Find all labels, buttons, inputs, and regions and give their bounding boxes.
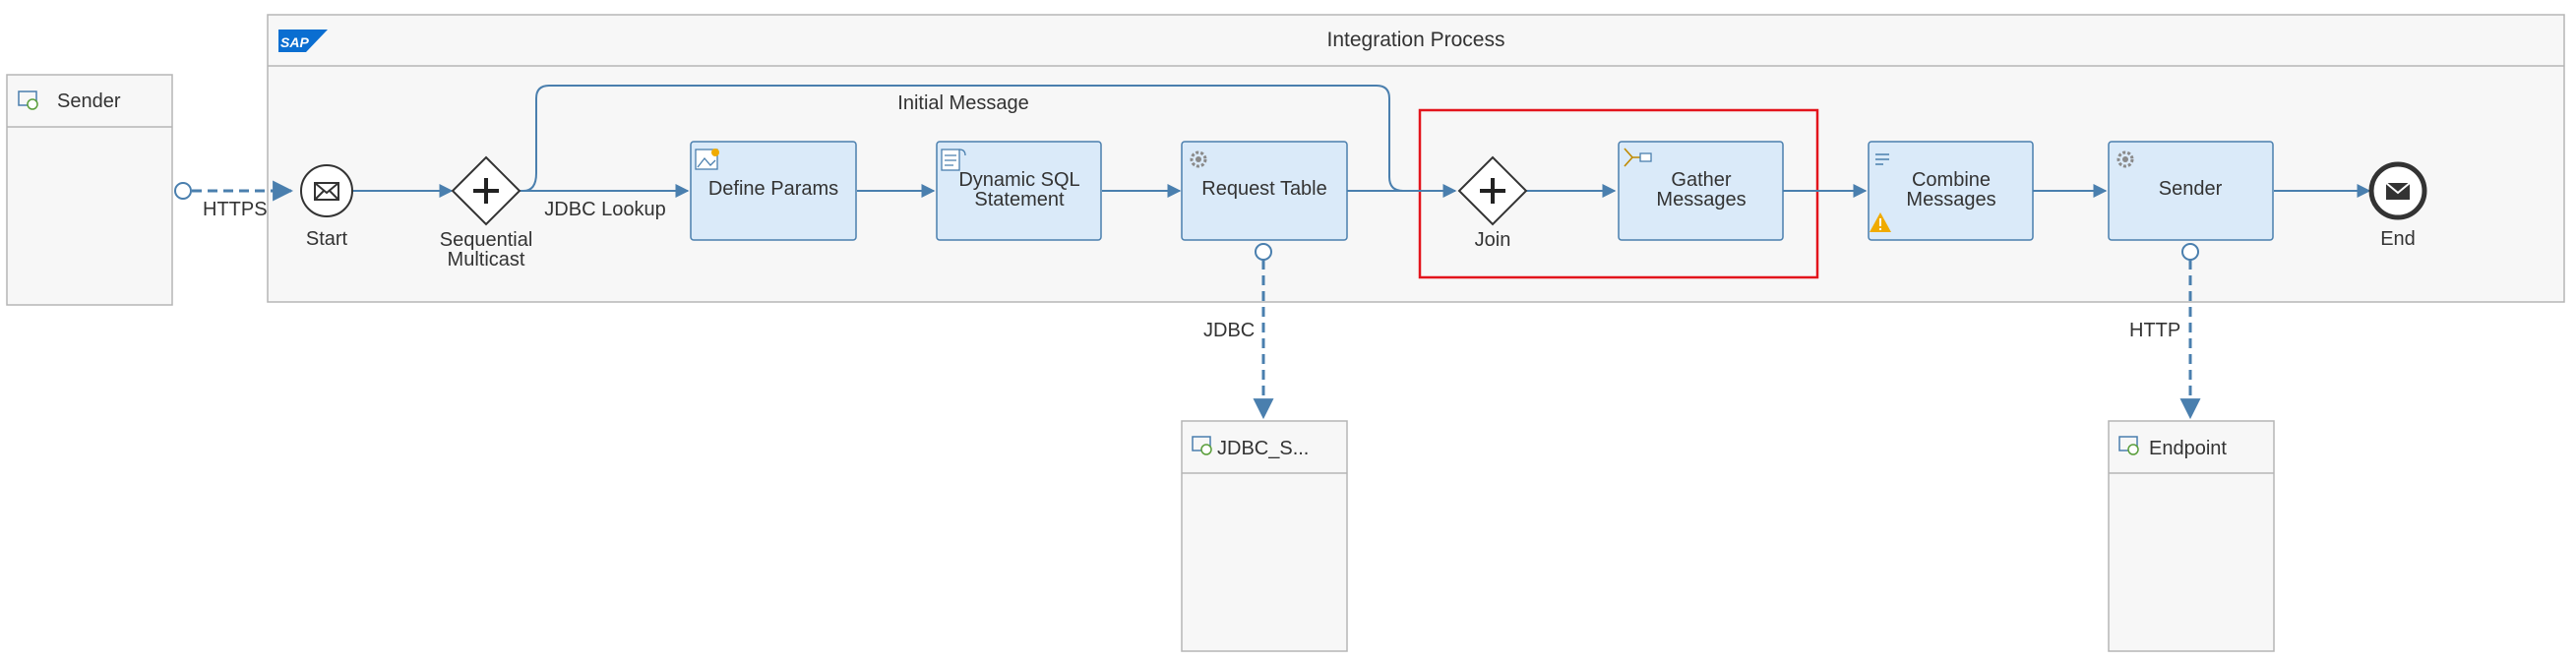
gather-label-line2: Messages (1656, 189, 1746, 210)
sender-step-label: Sender (2159, 178, 2223, 200)
initial-message-label: Initial Message (897, 92, 1028, 114)
http-label: HTTP (2129, 320, 2180, 341)
start-event[interactable]: Start (300, 164, 353, 250)
sequential-multicast-gateway[interactable]: Sequential Multicast (440, 155, 533, 270)
https-label: HTTPS (203, 199, 268, 220)
participant-icon (18, 90, 38, 110)
http-connection[interactable]: HTTP (2129, 243, 2201, 420)
combine-messages-step[interactable]: Combine Messages (1868, 141, 2034, 241)
aggregator-icon (1875, 153, 1889, 165)
sequence-flows (352, 85, 2371, 198)
combine-label-line2: Messages (1906, 189, 1995, 210)
start-label: Start (306, 228, 348, 250)
plus-icon (473, 178, 499, 204)
define-params-step[interactable]: Define Params (690, 141, 857, 241)
gear-icon (1190, 150, 1207, 168)
gather-messages-step[interactable]: Gather Messages (1618, 141, 1784, 241)
jdbc-connection[interactable]: JDBC (1203, 243, 1274, 420)
https-connection[interactable]: HTTPS (174, 180, 294, 220)
svg-text:SAP: SAP (280, 34, 309, 50)
warning-icon (1870, 212, 1891, 232)
sap-logo: SAP (278, 30, 328, 52)
envelope-filled-icon (2385, 182, 2411, 200)
dynamic-sql-label-line2: Statement (974, 189, 1065, 210)
gather-icon (1624, 148, 1652, 167)
jdbc-participant-label: JDBC_S... (1217, 438, 1309, 459)
end-label: End (2380, 228, 2416, 250)
participant-icon (2118, 436, 2139, 455)
endpoint-participant[interactable]: Endpoint (2108, 420, 2275, 652)
sender-participant[interactable]: Sender (6, 74, 173, 306)
jdbc-lookup-label: JDBC Lookup (544, 199, 665, 220)
jdbc-label: JDBC (1203, 320, 1255, 341)
request-table-label: Request Table (1201, 178, 1327, 200)
envelope-icon (314, 182, 339, 201)
dynamic-sql-label-line1: Dynamic SQL (958, 169, 1079, 191)
join-gateway[interactable]: Join (1457, 155, 1528, 251)
multicast-label-line2: Multicast (448, 249, 525, 270)
join-label: Join (1475, 229, 1511, 251)
script-icon (941, 149, 966, 171)
content-modifier-icon (695, 149, 719, 170)
combine-label-line1: Combine (1912, 169, 1991, 191)
multicast-label-line1: Sequential (440, 229, 533, 251)
gear-icon (2116, 150, 2134, 168)
sender-participant-label: Sender (57, 90, 121, 112)
gather-label-line1: Gather (1671, 169, 1731, 191)
endpoint-participant-label: Endpoint (2149, 438, 2227, 459)
end-event[interactable]: End (2368, 161, 2427, 250)
jdbc-participant[interactable]: JDBC_S... (1181, 420, 1348, 652)
participant-icon (1192, 436, 1212, 455)
flow-initial-message (520, 85, 1457, 198)
sender-step[interactable]: Sender (2108, 141, 2274, 241)
selection-highlight (1418, 108, 1819, 279)
plus-icon (1480, 178, 1505, 204)
request-table-step[interactable]: Request Table (1181, 141, 1348, 241)
process-title: Integration Process (1327, 29, 1505, 51)
define-params-label: Define Params (708, 178, 838, 200)
dynamic-sql-step[interactable]: Dynamic SQL Statement (936, 141, 1102, 241)
